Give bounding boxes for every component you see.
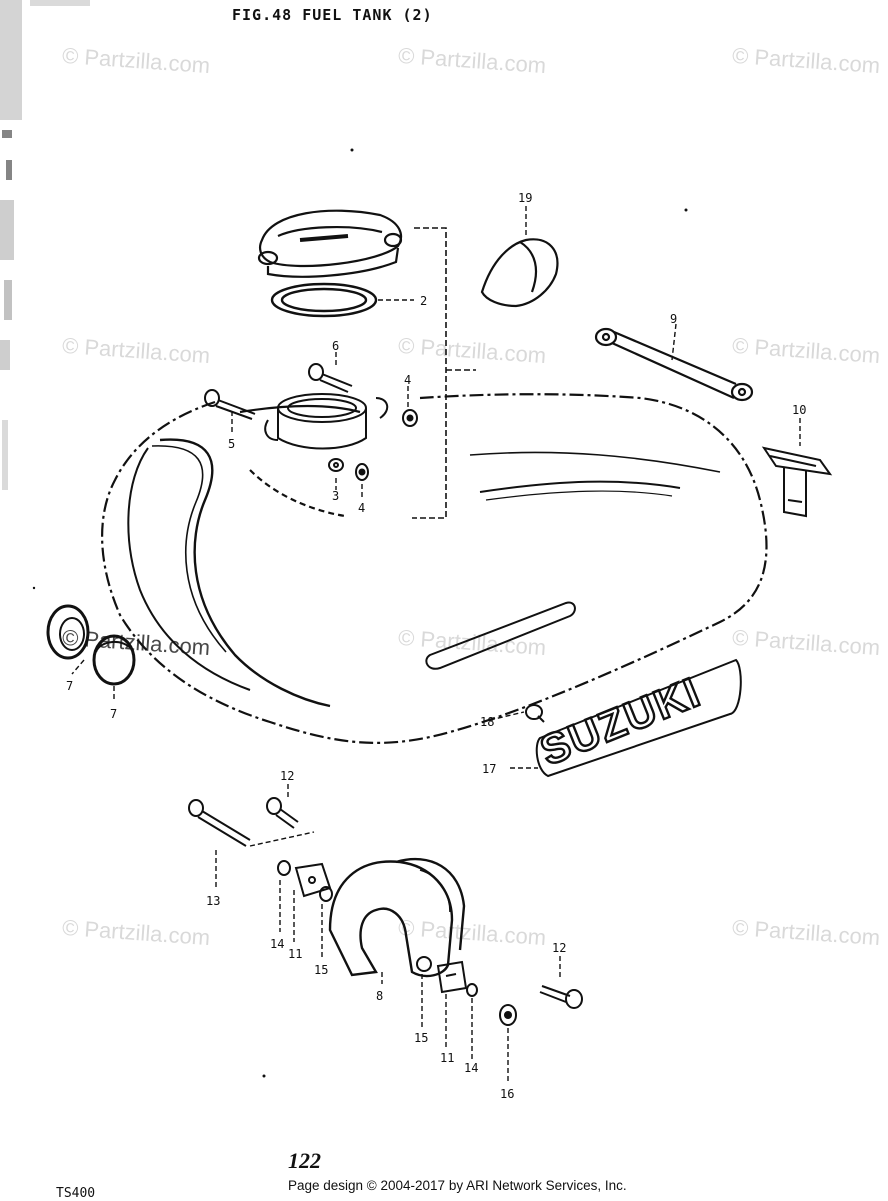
callout: 4 [358,501,365,515]
fuel-tank-body [101,393,768,744]
emblem-mount [425,601,576,670]
callout-numbers: 19 2 6 4 5 3 4 9 10 7 7 18 17 12 13 14 1… [66,191,806,1101]
model-code: TS400 [56,1186,96,1201]
washer-3 [328,458,344,472]
callout: 11 [440,1051,454,1065]
callout: 3 [332,489,339,503]
nut-16 [499,1004,517,1026]
callout: 18 [480,715,494,729]
callout: 11 [288,947,302,961]
callout: 13 [206,894,220,908]
cushion-7-right [92,634,136,686]
bolt-13 [188,799,251,847]
callout: 9 [670,312,677,326]
hardware-left [277,860,333,902]
scan-noise [0,0,90,490]
callout: 12 [280,769,294,783]
filler-cap [257,209,403,278]
callout: 6 [332,339,339,353]
leader-lines [71,206,801,1084]
bolt-6 [308,363,353,393]
figure-title: FIG.48 FUEL TANK (2) [232,6,433,24]
callout: 14 [464,1061,478,1075]
callout: 7 [66,679,73,693]
callout: 16 [500,1087,514,1101]
filler-neck [264,393,389,450]
screw-18 [525,704,545,723]
cushion-7-left [46,604,90,660]
nut-4-upper [402,409,418,427]
group-bracket [412,227,476,519]
callout: 12 [552,941,566,955]
callout: 8 [376,989,383,1003]
copyright-credit: Page design © 2004-2017 by ARI Network S… [288,1178,627,1193]
callout: 19 [518,191,532,205]
callout: 17 [482,762,496,776]
brand-emblem-text: SUZUKI [534,668,708,775]
scan-specks [32,148,688,1078]
nut-4-lower [355,463,369,481]
bolt-12-upper [266,797,299,829]
bolt-5 [204,389,256,420]
callout: 4 [404,373,411,387]
rubber-cushion [480,238,559,308]
mounting-bracket [328,857,466,978]
callout: 5 [228,437,235,451]
bolt-12-lower [539,985,583,1009]
gasket-ring [270,282,378,318]
hardware-right [416,956,478,997]
strap-clip [761,446,833,518]
callout: 2 [420,294,427,308]
suzuki-emblem: SUZUKI [533,658,742,778]
callout: 15 [314,963,328,977]
tank-strap [594,327,754,402]
callout: 15 [414,1031,428,1045]
callout: 7 [110,707,117,721]
callout: 10 [792,403,806,417]
page-number: 122 [288,1148,321,1173]
callout: 14 [270,937,284,951]
